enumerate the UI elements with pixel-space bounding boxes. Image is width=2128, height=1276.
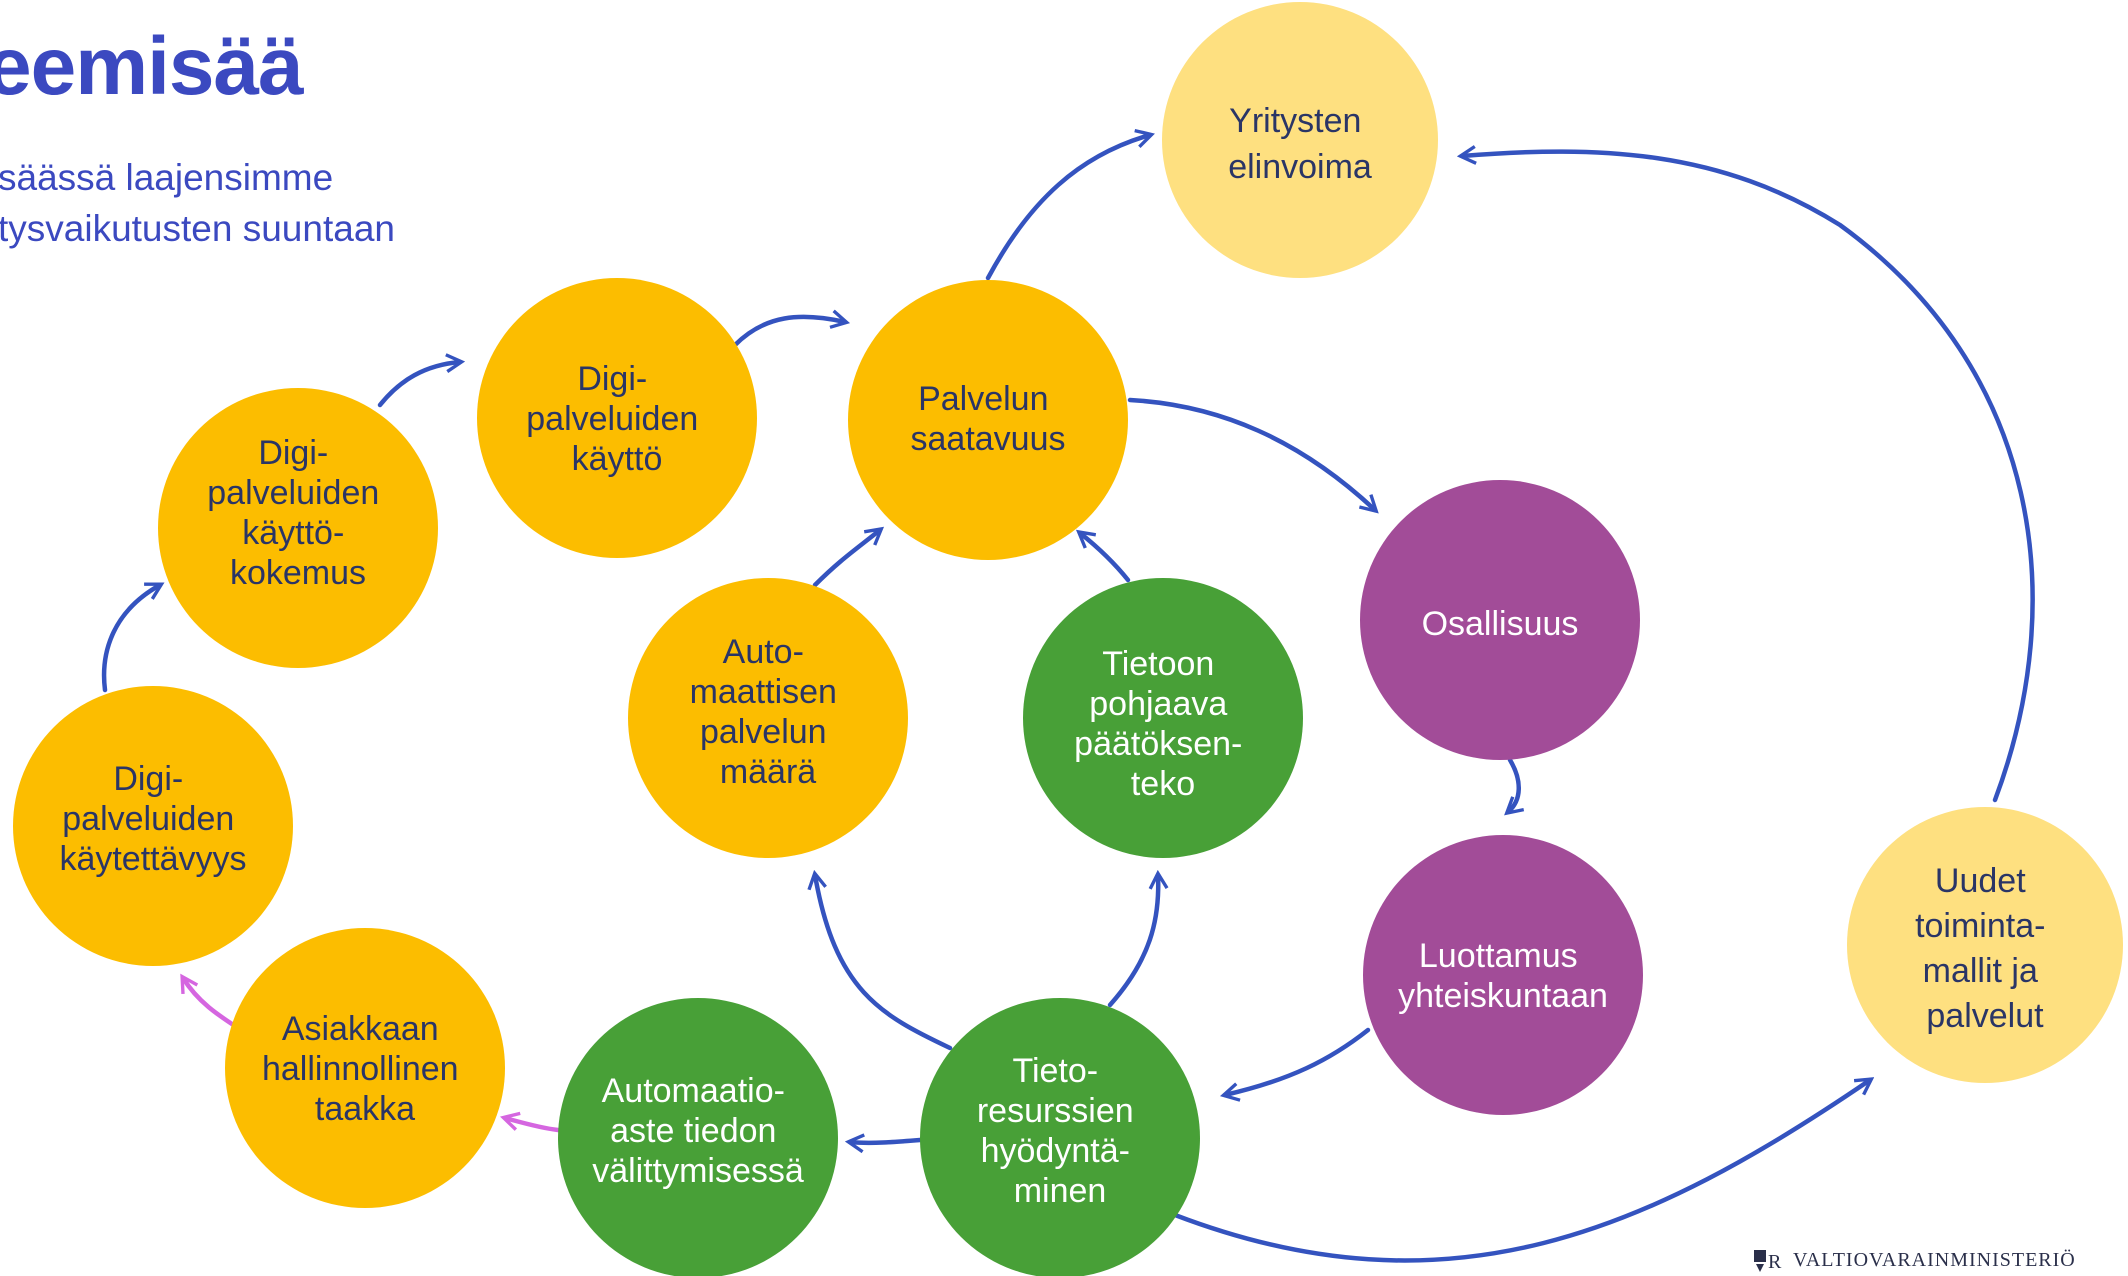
node-label-line: Digi-	[113, 760, 183, 798]
svg-text:Tietoon pohjaava: Tietoon pohjaava päätöksen- teko	[1074, 645, 1252, 803]
svg-text:Digi- palveluiden: Digi- palveluiden käytettävyys	[59, 760, 246, 878]
subtitle-line-2: tysvaikutusten suuntaan	[0, 208, 395, 249]
arrow-automaatioaste-to-taakka	[505, 1118, 561, 1133]
node-label-line: Palvelun	[918, 380, 1048, 418]
node-label-line: Auto-	[723, 633, 804, 671]
arrow-kaytto-to-saatavuus	[732, 317, 845, 348]
node-label-line: määrä	[720, 753, 816, 791]
arrow-taakka-to-kaytettavyys	[183, 978, 241, 1031]
node-label-line: Automaatio-	[602, 1072, 785, 1110]
node-label-line: taakka	[315, 1090, 415, 1128]
svg-text:Yritysten elinvoima: Yritysten elinvoima	[1228, 102, 1372, 186]
node-asiakkaan-hallinnollinen-taakka: Asiakkaan hallinnollinen taakka	[225, 928, 505, 1208]
arrow-osallisuus-to-luottamus	[1508, 757, 1519, 812]
node-tietoon-pohjaava-paatoksenteko: Tietoon pohjaava päätöksen- teko	[1023, 578, 1303, 858]
ministry-crest-icon: R	[1753, 1246, 1783, 1274]
arrow-saatavuus-to-osallisuus	[1127, 397, 1375, 510]
arrow-luottamus-to-tietoresurssit	[1225, 1027, 1371, 1095]
node-automaatioaste: Automaatio- aste tiedon välittymisessä	[558, 998, 838, 1276]
node-label-line: Tieto-	[1012, 1052, 1098, 1090]
node-label-line: resurssien	[977, 1092, 1134, 1130]
svg-text:Digi- palveluiden: Digi- palveluiden käyttö- kokemus	[207, 434, 388, 592]
svg-text:Uudet toiminta-: Uudet toiminta- mallit ja palvelut	[1915, 862, 2055, 1035]
node-label-line: hallinnollinen	[262, 1050, 459, 1088]
node-tietoresurssien-hyodyntaminen: Tieto- resurssien hyödyntä- minen	[920, 998, 1200, 1276]
node-label-line: toiminta-	[1915, 907, 2045, 945]
arrow-tietoresurssit-to-automaattisen	[815, 875, 953, 1051]
node-digipalveluiden-kayttokokemus: Digi- palveluiden käyttö- kokemus	[158, 388, 438, 668]
node-uudet-toimintamallit: Uudet toiminta- mallit ja palvelut	[1847, 807, 2123, 1083]
arrow-kayttokokemus-to-kaytto	[377, 362, 460, 408]
node-label-line: välittymisessä	[592, 1152, 804, 1190]
ministry-logo-text: VALTIOVARAINMINISTERIÖ	[1793, 1248, 2076, 1271]
node-label-line: Osallisuus	[1422, 605, 1579, 643]
svg-text:R: R	[1768, 1251, 1782, 1273]
arrow-paatoksenteko-to-saatavuus	[1080, 533, 1131, 583]
subtitle-line-1: säässä laajensimme	[0, 157, 334, 198]
node-label-line: teko	[1131, 765, 1195, 803]
node-automaattisen-palvelun-maara: Auto- maattisen palvelun määrä	[628, 578, 908, 858]
node-yritysten-elinvoima: Yritysten elinvoima	[1162, 2, 1438, 278]
svg-text:Tieto- resurssien: Tieto- resurssien hyödyntä- minen	[977, 1052, 1143, 1210]
node-label-line: palveluiden	[526, 400, 698, 438]
node-label-line: palvelun	[700, 713, 827, 751]
node-digipalveluiden-kaytettavyys: Digi- palveluiden käytettävyys	[13, 686, 293, 966]
svg-text:Digi- palveluiden: Digi- palveluiden käyttö	[526, 360, 707, 478]
node-label-line: palveluiden	[207, 474, 379, 512]
node-label-line: maattisen	[690, 673, 837, 711]
node-label-line: Uudet	[1935, 862, 2026, 900]
node-label-line: käyttö-	[242, 514, 344, 552]
node-label-line: saatavuus	[911, 420, 1066, 458]
node-label-line: Digi-	[258, 434, 328, 472]
node-label-line: käyttö	[572, 440, 663, 478]
node-palvelun-saatavuus: Palvelun saatavuus	[848, 280, 1128, 560]
arrow-tietoresurssit-to-uudet	[1172, 1080, 1870, 1263]
arrow-uudet-to-yritysten-elinvoima	[1462, 152, 2035, 803]
node-label-line: Asiakkaan	[282, 1010, 439, 1048]
node-label-line: Luottamus	[1419, 937, 1578, 975]
svg-text:Luottamus yhteiskuntaa: Luottamus yhteiskuntaan	[1398, 937, 1608, 1015]
ministry-logo: R VALTIOVARAINMINISTERIÖ	[1753, 1240, 2076, 1276]
node-label-line: yhteiskuntaan	[1398, 977, 1608, 1015]
node-label-line: aste tiedon	[610, 1112, 776, 1150]
node-osallisuus: Osallisuus	[1360, 480, 1640, 760]
arrow-tietoresurssit-to-paatoksenteko	[1107, 875, 1158, 1008]
node-label-line: palveluiden	[62, 800, 234, 838]
node-label-line: pohjaava	[1089, 685, 1227, 723]
node-label-line: hyödyntä-	[981, 1132, 1130, 1170]
page-subtitle: säässä laajensimme tysvaikutusten suunta…	[0, 152, 395, 254]
node-label-line: palvelut	[1926, 997, 2044, 1035]
arrow-tietoresurssit-to-automaatioaste	[850, 1140, 923, 1143]
node-label-line: elinvoima	[1228, 148, 1372, 186]
svg-text:Auto- maattisen: Auto- maattisen palvelun määrä	[690, 633, 847, 791]
arrow-kaytettavyys-to-kayttokokemus	[101, 585, 160, 693]
arrow-automaattisen-to-saatavuus	[812, 530, 880, 588]
svg-text:Asiakkaan hallinnollin: Asiakkaan hallinnollinen taakka	[262, 1010, 468, 1128]
node-luottamus-yhteiskuntaan: Luottamus yhteiskuntaan	[1363, 835, 1643, 1115]
node-label-line: Yritysten	[1229, 102, 1361, 140]
page-title: eemisää	[0, 21, 304, 112]
svg-text:Automaatio- aste tiedo: Automaatio- aste tiedon välittymisessä	[592, 1072, 804, 1190]
node-label-line: käytettävyys	[59, 840, 246, 878]
node-label-line: minen	[1014, 1172, 1107, 1210]
node-digipalveluiden-kaytto: Digi- palveluiden käyttö	[477, 278, 757, 558]
node-label-line: mallit ja	[1923, 952, 2038, 990]
node-label-line: kokemus	[230, 554, 366, 592]
node-label-line: Tietoon	[1102, 645, 1214, 683]
node-label-line: Digi-	[577, 360, 647, 398]
arrow-saatavuus-to-yritysten-elinvoima	[985, 135, 1150, 281]
svg-text:Palvelun saatavuus: Palvelun saatavuus	[911, 380, 1066, 458]
node-label-line: päätöksen-	[1074, 725, 1242, 763]
svg-text:Osallisuus: Osallisuus	[1422, 605, 1579, 643]
